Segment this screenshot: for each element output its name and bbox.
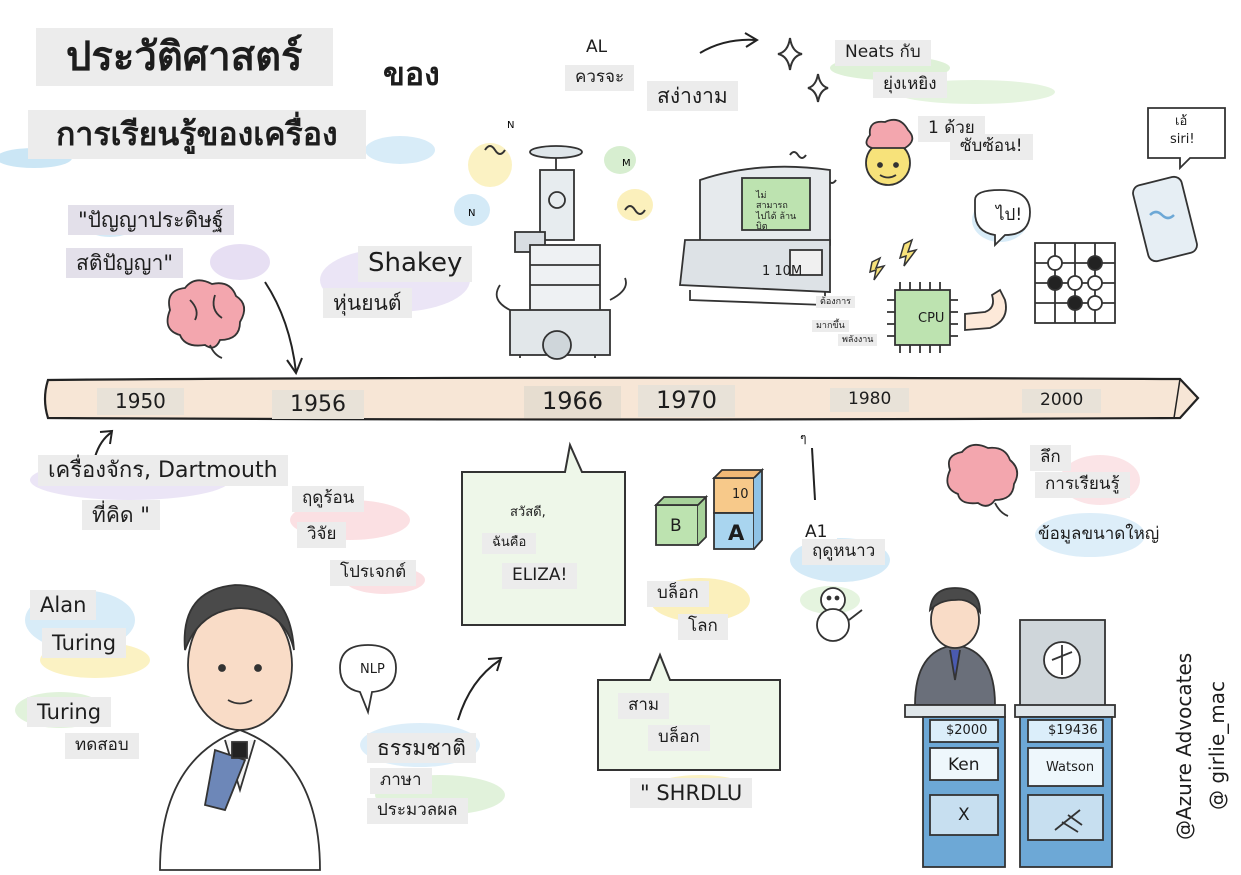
ken-label: Ken — [948, 755, 980, 775]
shakey-label-1: Shakey — [358, 246, 473, 282]
svg-text:M: M — [622, 158, 631, 169]
scruffy-label-2: สง่างาม — [647, 81, 738, 112]
block-b-label: B — [670, 516, 682, 536]
arrow-1956-icon — [264, 281, 303, 376]
shrdlu-label-2: บล็อก — [648, 725, 710, 751]
deep-label-3: ข้อมูลขนาดใหญ่ — [1038, 524, 1160, 544]
ai-quote-2: สติปัญญา" — [66, 248, 184, 279]
snowman-icon — [816, 587, 863, 642]
title-line-1: ประวัติศาสตร์ — [36, 28, 333, 86]
neats-label-3: 1 ด้วย — [918, 116, 985, 142]
credit-azure: @Azure Advocates — [1172, 652, 1196, 840]
shakey-label-2: หุ่นยนต์ — [323, 288, 412, 319]
ken-jennings-icon — [914, 587, 996, 706]
eliza-label-1: สวัสดี, — [510, 505, 546, 520]
siri-label-1: เอ้ — [1175, 114, 1188, 129]
dartmouth-label-2: ที่คิด " — [82, 500, 160, 531]
smartphone-icon — [1132, 175, 1198, 263]
year-2000: 2000 — [1022, 389, 1102, 413]
lightning-icon — [869, 238, 918, 281]
needs-label-1: ต้องการ — [816, 296, 855, 309]
natural-label-1: ธรรมชาติ — [367, 733, 476, 764]
ken-score-label: $2000 — [946, 723, 988, 738]
year-1980: 1980 — [830, 388, 910, 412]
dartmouth-label-1: เครื่องจักร, Dartmouth — [38, 455, 288, 487]
neats-label-4: ซับซ้อน! — [950, 134, 1033, 160]
shrdlu-label-1: สาม — [618, 693, 670, 719]
year-1950: 1950 — [97, 388, 184, 415]
blocks-label-1: บล็อก — [647, 581, 709, 607]
sparkle-icon — [777, 37, 829, 103]
exploding-head-icon — [865, 118, 914, 186]
cpu-label: CPU — [918, 311, 945, 326]
watson-icon — [1014, 619, 1116, 868]
svg-text:N: N — [468, 208, 475, 219]
alan-label-2: Turing — [42, 628, 127, 659]
flexed-arm-icon — [964, 288, 1007, 331]
turing-label-1: Turing — [27, 697, 112, 728]
svg-text:N: N — [507, 120, 514, 131]
alan-turing-portrait-icon — [159, 584, 321, 871]
svg-text:ๆ: ๆ — [800, 431, 806, 445]
siri-label-2: siri! — [1170, 132, 1195, 147]
scruffy-label-1: ควรจะ — [565, 65, 635, 91]
brain-icon — [166, 279, 246, 359]
arrow-nlp-icon — [457, 656, 503, 721]
eliza-label-2: ฉันคือ — [482, 533, 537, 554]
block-10-label: 10 — [732, 487, 749, 502]
summer-label-1: ฤดูร้อน — [292, 486, 365, 512]
natural-label-3: ประมวลผล — [367, 798, 468, 824]
neats-label-1: Neats กับ — [835, 40, 931, 66]
arrow-1950-icon — [94, 429, 114, 458]
natural-label-2: ภาษา — [370, 768, 432, 794]
al-label: AL — [576, 35, 618, 61]
credit-girlie: @ girlie_mac — [1205, 681, 1229, 810]
arrow-al-icon — [699, 32, 759, 54]
needs-label-3: พลังงาน — [838, 334, 878, 347]
title-line-2: การเรียนรู้ของเครื่อง — [28, 110, 366, 159]
watson-label: Watson — [1046, 760, 1095, 775]
block-a-label: A — [728, 521, 745, 545]
year-1970: 1970 — [638, 385, 736, 417]
neats-label-2: ยุ่งเหยิง — [873, 72, 947, 98]
year-1966: 1966 — [524, 386, 622, 418]
vintage-computer-icon — [678, 165, 831, 306]
blocks-label-2: โลก — [678, 614, 728, 640]
summer-label-3: โปรเจกต์ — [330, 560, 417, 586]
ai-quote-1: "ปัญญาประดิษฐ์ — [68, 205, 234, 236]
go-bubble-label: ไป! — [996, 205, 1023, 225]
eliza-label-3: ELIZA! — [502, 563, 578, 589]
brain-deep-learning-icon — [946, 443, 1019, 517]
shakey-robot-icon — [495, 145, 627, 360]
ken-x-label: X — [958, 805, 970, 825]
computer-screen-text: ไม่สามารถ ไปได้ ล้านบิต — [756, 191, 797, 233]
deep-label-1: ลึก — [1030, 445, 1071, 471]
go-board-icon — [1034, 242, 1116, 324]
shrdlu-label-3: " SHRDLU — [630, 778, 753, 809]
deep-label-2: การเรียนรู้ — [1035, 472, 1130, 498]
summer-label-2: วิจัย — [297, 522, 347, 548]
needs-label-2: มากขึ้น — [812, 320, 849, 333]
nlp-label: NLP — [360, 662, 385, 677]
ai-winter-label-2: ฤดูหนาว — [802, 539, 886, 565]
year-1956: 1956 — [272, 390, 364, 420]
turing-label-2: ทดสอบ — [65, 733, 139, 759]
watson-score-label: $19436 — [1048, 723, 1098, 738]
computer-label: 1 10M — [762, 264, 803, 279]
alan-label-1: Alan — [30, 590, 97, 621]
title-word-2: ของ — [355, 50, 468, 99]
